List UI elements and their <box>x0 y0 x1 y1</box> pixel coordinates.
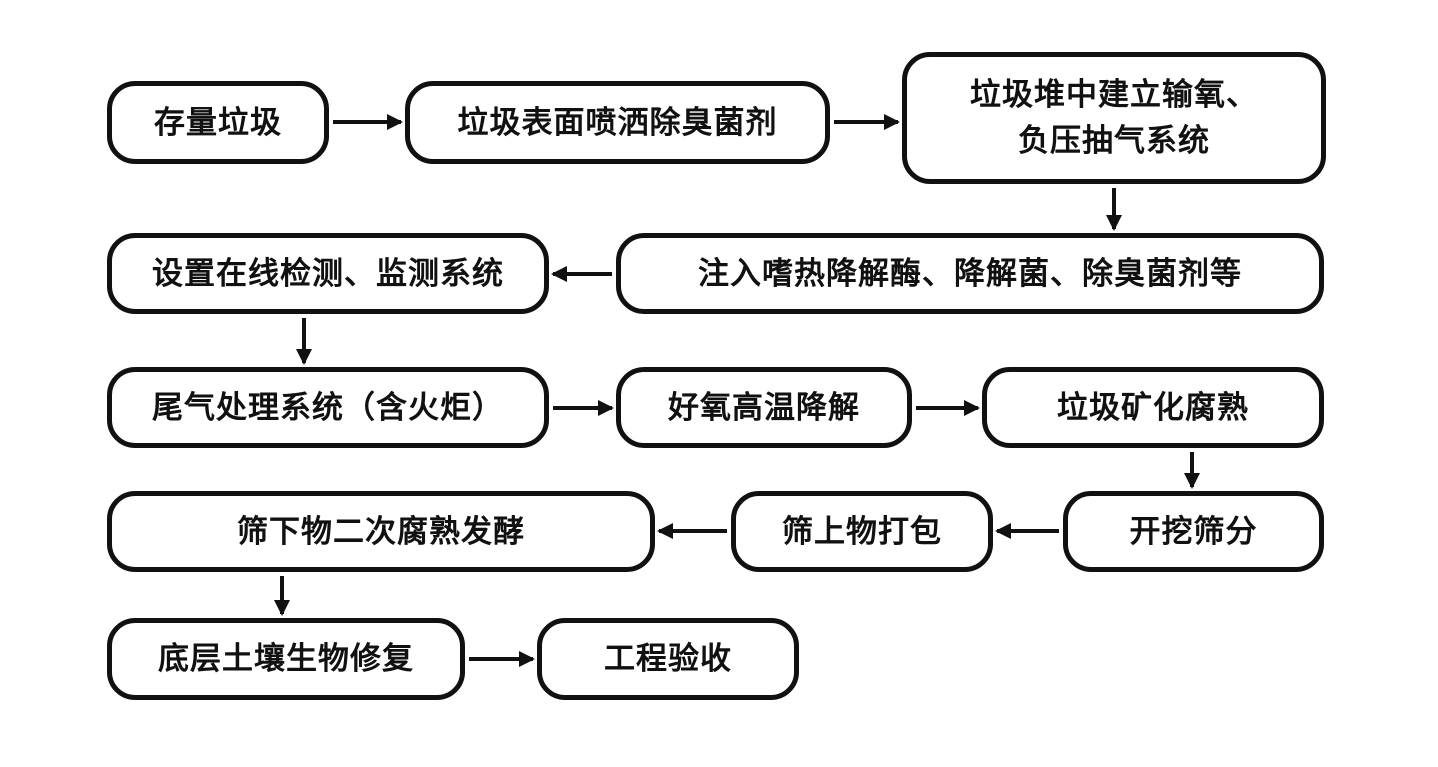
step-excavate-screen: 开挖筛分 <box>1063 491 1324 572</box>
step-label: 好氧高温降解 <box>668 389 860 426</box>
step-soil-remediation: 底层土壤生物修复 <box>107 618 465 700</box>
step-label: 工程验收 <box>604 641 732 677</box>
step-label: 开挖筛分 <box>1129 513 1258 550</box>
step-exhaust-treatment: 尾气处理系统（含火炬） <box>107 367 549 448</box>
step-label: 存量垃圾 <box>154 104 282 141</box>
step-oxygen-vacuum-system: 垃圾堆中建立输氧、 负压抽气系统 <box>902 52 1326 184</box>
step-label: 尾气处理系统（含火炬） <box>152 389 504 426</box>
step-oversize-baling: 筛上物打包 <box>731 491 993 572</box>
step-aerobic-degradation: 好氧高温降解 <box>616 367 912 448</box>
step-label: 垃圾表面喷洒除臭菌剂 <box>457 104 778 141</box>
step-spray-deodorant: 垃圾表面喷洒除臭菌剂 <box>405 81 830 164</box>
step-undersize-fermentation: 筛下物二次腐熟发酵 <box>107 491 655 572</box>
step-inject-enzymes: 注入嗜热降解酶、降解菌、除臭菌剂等 <box>616 233 1324 314</box>
step-label: 底层土壤生物修复 <box>158 641 414 677</box>
step-label: 注入嗜热降解酶、降解菌、除臭菌剂等 <box>698 255 1242 292</box>
step-label: 设置在线检测、监测系统 <box>152 255 504 292</box>
step-label: 垃圾矿化腐熟 <box>1057 389 1249 426</box>
step-acceptance: 工程验收 <box>537 618 799 700</box>
step-online-monitoring: 设置在线检测、监测系统 <box>107 233 549 314</box>
step-label: 筛下物二次腐熟发酵 <box>237 513 525 550</box>
step-label: 筛上物打包 <box>782 513 942 550</box>
step-stock-garbage: 存量垃圾 <box>107 81 329 164</box>
step-label: 垃圾堆中建立输氧、 负压抽气系统 <box>970 77 1258 159</box>
step-mineralization: 垃圾矿化腐熟 <box>982 367 1324 448</box>
